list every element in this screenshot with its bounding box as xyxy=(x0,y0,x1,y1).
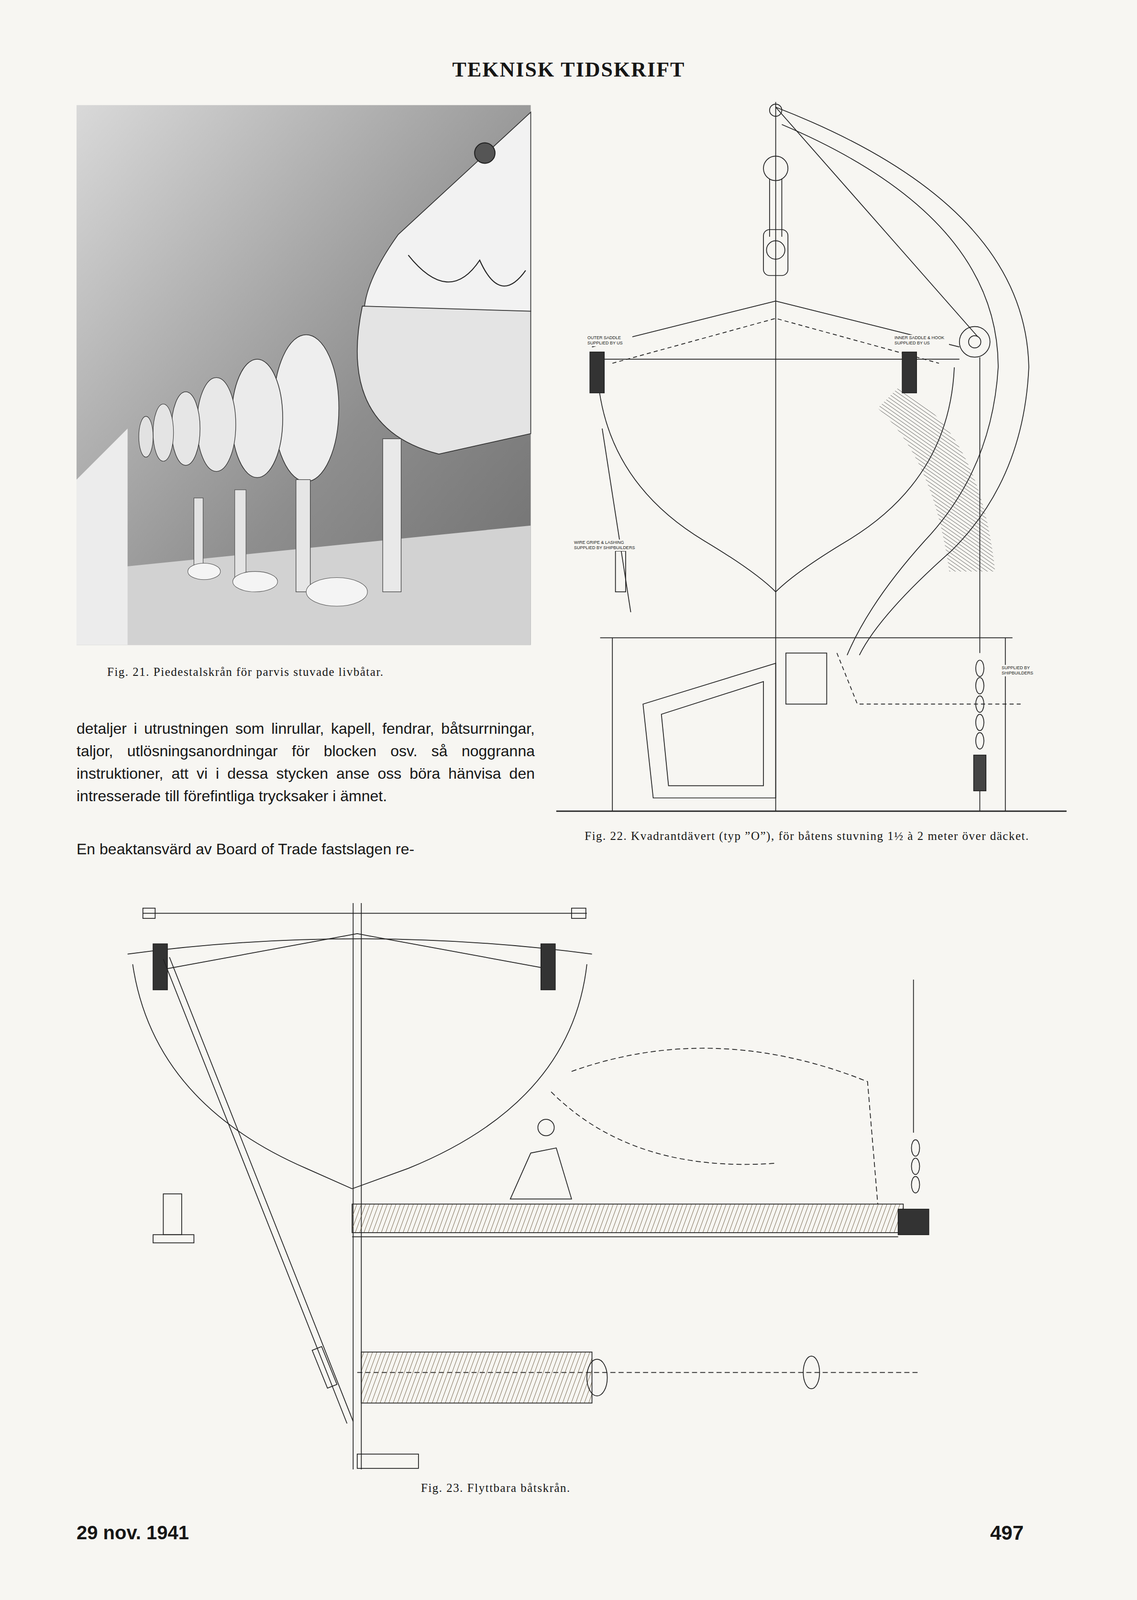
figure-caption: Fig. 23. Flyttbara båtskrån. xyxy=(420,1480,571,1496)
figure-caption: Fig. 21. Piedestalskrån för parvis stuva… xyxy=(107,664,385,680)
drawing-note: INNER SADDLE & HOOK SUPPLIED BY US xyxy=(893,334,950,347)
journal-title: TEKNISK TIDSKRIFT xyxy=(425,57,713,83)
lifeboat-photo xyxy=(76,105,531,646)
page-number: 497 xyxy=(951,1521,1024,1546)
body-paragraph: detaljer i utrustningen som linrullar, k… xyxy=(76,717,535,808)
drawing-note: SUPPLIED BY SHIPBUILDERS xyxy=(1000,664,1056,677)
drawing-note: WIRE GRIPE & LASHING SUPPLIED BY SHIPBUI… xyxy=(573,539,638,552)
movable-chock-drawing xyxy=(127,903,929,1470)
figure-caption: Fig. 22. Kvadrantdävert (typ ”O”), för b… xyxy=(560,826,1054,846)
body-text: En beaktansvärd av Board of Trade fastsl… xyxy=(76,838,535,861)
drawing-note: OUTER SADDLE SUPPLIED BY US xyxy=(586,334,633,347)
issue-date: 29 nov. 1941 xyxy=(76,1521,189,1545)
quadrant-davit-drawing xyxy=(556,101,1067,812)
